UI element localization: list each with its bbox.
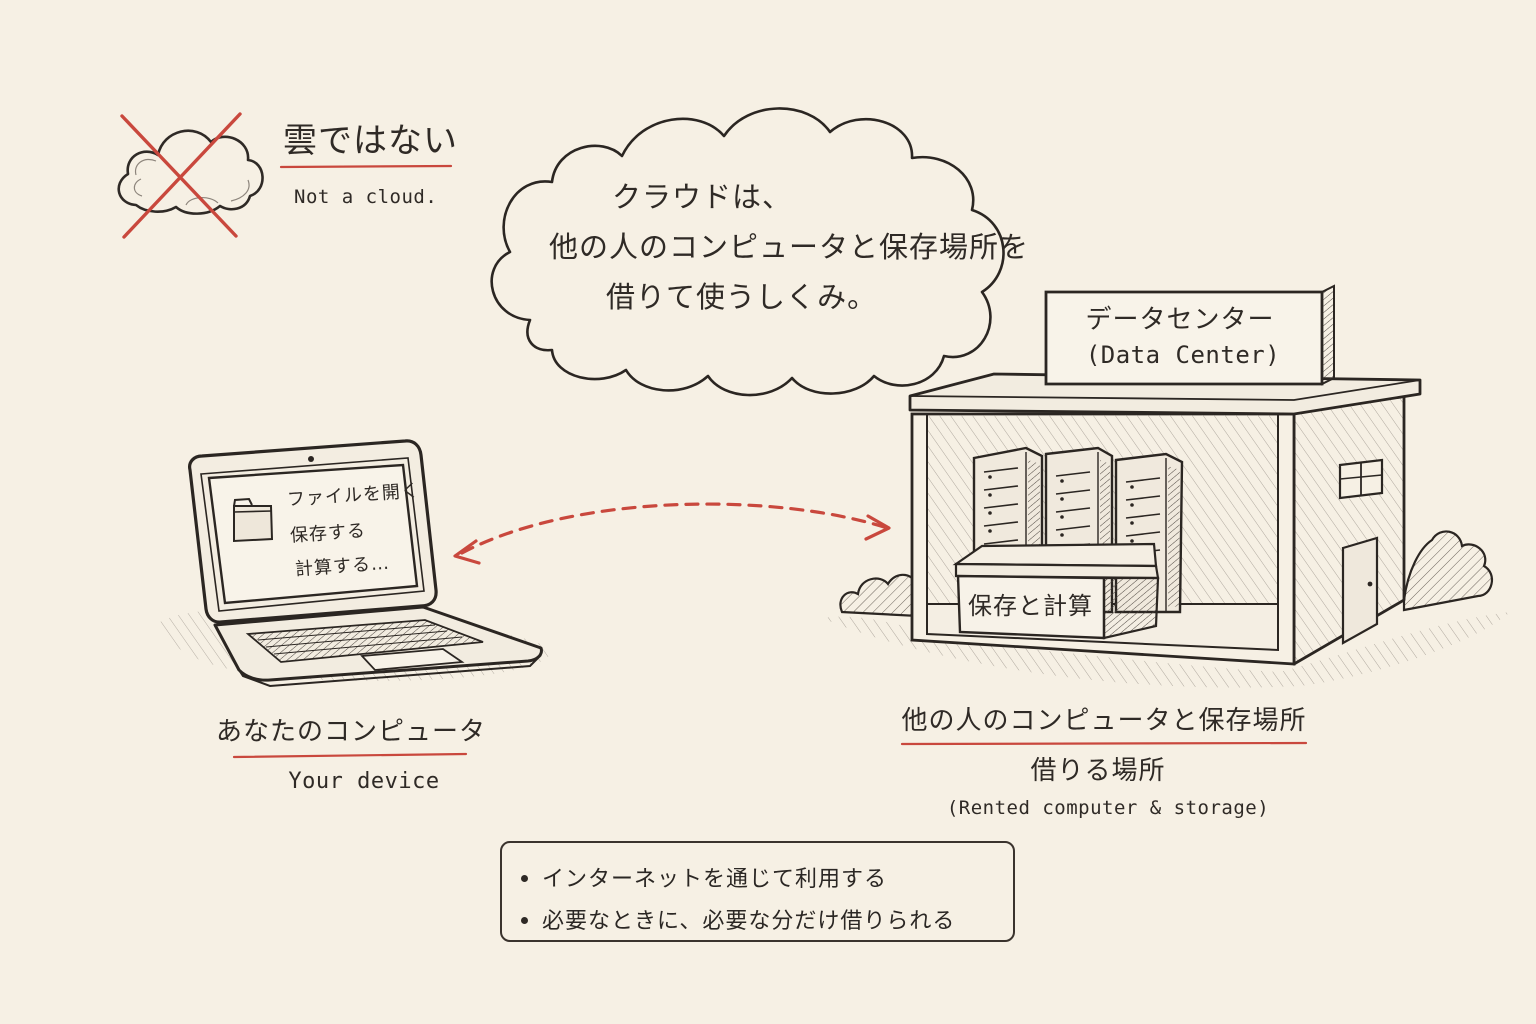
laptop-screen-line-2: 保存する xyxy=(289,520,367,547)
datacenter-label: 他の人のコンピュータと保存場所 xyxy=(901,706,1307,736)
folder-icon xyxy=(233,497,274,543)
not-cloud-title: 雲ではない xyxy=(283,121,458,161)
bubble-line-1: クラウドは、 xyxy=(612,180,793,214)
note-text: インターネットを通じて利用する xyxy=(542,867,888,892)
crossed-out-cloud-icon xyxy=(117,112,264,239)
datacenter-label-underline xyxy=(900,741,1308,746)
note-text: 必要なときに、必要な分だけ借りられる xyxy=(542,909,956,934)
storage-box-label: 保存と計算 xyxy=(968,592,1093,620)
laptop-icon xyxy=(160,439,552,688)
laptop-sublabel: Your device xyxy=(288,769,440,794)
bullet-dot-icon xyxy=(521,916,528,924)
laptop-screen-line-3: 計算する… xyxy=(294,552,391,581)
datacenter-sign-subtitle: (Data Center) xyxy=(1085,341,1281,369)
bubble-line-2: 他の人のコンピュータと保存場所を xyxy=(549,230,1030,264)
laptop-screen-line-1: ファイルを開く xyxy=(286,480,421,511)
not-cloud-underline xyxy=(279,164,453,169)
laptop-label: あなたのコンピュータ xyxy=(215,717,487,747)
bubble-line-3: 借りて使うしくみ。 xyxy=(606,280,878,314)
notes-box: インターネットを通じて利用する 必要なときに、必要な分だけ借りられる xyxy=(500,841,1015,942)
datacenter-sign-title: データセンター xyxy=(1085,305,1275,335)
note-item: インターネットを通じて利用する xyxy=(521,861,887,893)
datacenter-sublabel: (Rented computer & storage) xyxy=(946,797,1270,819)
speech-cloud-bubble xyxy=(490,107,1005,397)
laptop-label-underline xyxy=(232,752,468,759)
datacenter-label-2: 借りる場所 xyxy=(1030,756,1166,786)
bidirectional-dashed-arrow xyxy=(453,502,891,565)
data-center-building-icon xyxy=(822,284,1510,688)
not-cloud-subtitle: Not a cloud. xyxy=(294,186,438,208)
storage-compute-box xyxy=(952,542,1160,640)
note-item: 必要なときに、必要な分だけ借りられる xyxy=(521,903,955,935)
bullet-dot-icon xyxy=(521,874,528,882)
